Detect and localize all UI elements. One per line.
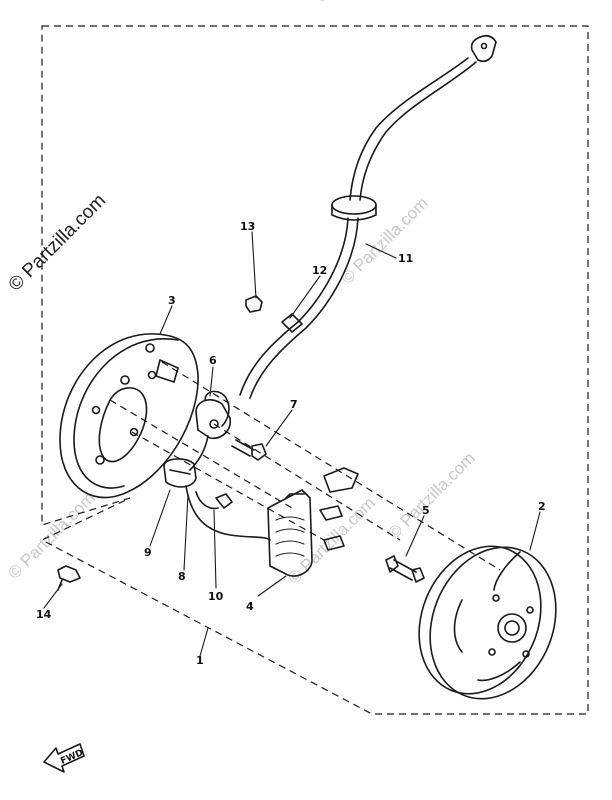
ignition-coil — [267, 467, 359, 577]
flywheel-rotor — [418, 545, 557, 700]
fwd-direction-arrow: FWD — [43, 743, 85, 773]
callout-9: 9 — [144, 546, 152, 559]
callout-4: 4 — [246, 600, 254, 613]
callout-12: 12 — [312, 264, 327, 277]
watermark-faint: © Partzilla.com — [384, 448, 478, 542]
callout-13: 13 — [240, 220, 255, 233]
callout-8: 8 — [178, 570, 186, 583]
callout-labels: 3 2 6 7 5 4 9 8 10 13 12 11 14 1 — [36, 220, 546, 667]
contact-breaker — [189, 390, 232, 471]
leader-lines — [43, 231, 541, 657]
callout-3: 3 — [168, 294, 176, 307]
faint-watermarks: © Partzilla.com © Partzilla.com © Partzi… — [4, 0, 478, 588]
callout-7: 7 — [290, 398, 298, 411]
watermark-faint: © Partzilla.com — [313, 0, 396, 6]
rotor-bolt — [385, 555, 425, 583]
watermark-faint: © Partzilla.com — [337, 193, 431, 287]
nut-13 — [245, 295, 263, 313]
bolt-14 — [57, 565, 81, 591]
assembly-boundary — [40, 25, 589, 715]
alignment-lines — [109, 361, 501, 571]
callout-14: 14 — [36, 608, 52, 621]
callout-2: 2 — [538, 500, 546, 513]
watermark-primary: © Partzilla.com — [5, 190, 110, 295]
lead-wire-and-terminal — [185, 485, 271, 541]
screw-7 — [231, 439, 267, 461]
callout-5: 5 — [422, 504, 430, 517]
callout-6: 6 — [209, 354, 217, 367]
condenser — [163, 458, 197, 488]
callout-1: 1 — [196, 654, 204, 667]
watermark-faint: © Partzilla.com — [4, 488, 98, 582]
callout-11: 11 — [398, 252, 413, 265]
stator-base-plate — [59, 333, 199, 499]
callout-10: 10 — [208, 590, 224, 603]
wire-harness — [239, 34, 497, 399]
